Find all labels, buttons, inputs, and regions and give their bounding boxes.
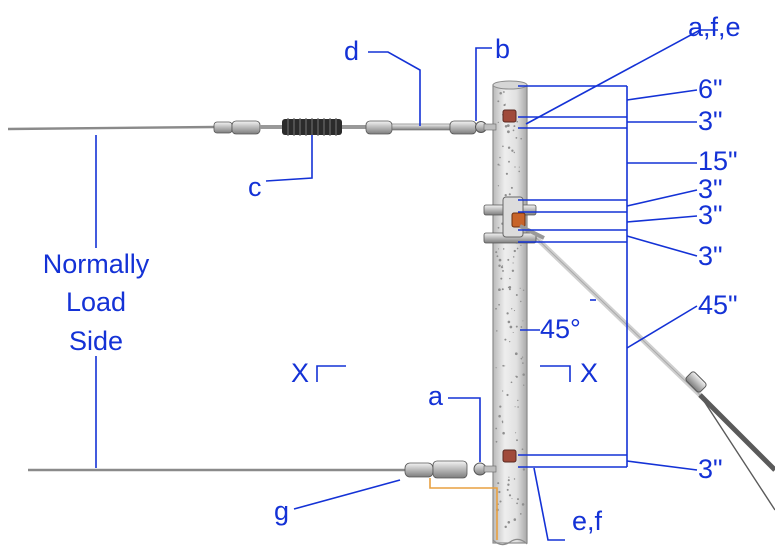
label-d: d [344,36,359,66]
dim-3in-d: 3" [698,241,723,271]
side-label-line1: Normally [43,249,150,279]
label-a-f-e: a,f,e [688,12,741,42]
dim-3in-b: 3" [698,174,723,204]
labels: a,f,e b d c Normally Load Side X X 45° a… [43,12,741,536]
side-label-line3: Side [69,326,123,356]
dim-15in: 15" [698,146,738,176]
guy-wire [526,228,775,511]
guy-clamp-icon [685,371,707,393]
bottom-bolt-icon [502,449,517,463]
suspension-insulator-icon [282,118,342,136]
top-conductor [7,118,497,136]
label-g: g [274,496,289,526]
annotation-lines [95,29,718,541]
dim-3in-c: 3" [698,200,723,230]
side-label-line2: Load [66,287,126,317]
label-a: a [428,381,444,411]
bottom-conductor [28,460,498,540]
ground-wire [429,478,498,540]
label-x-right: X [580,358,598,388]
dim-6in: 6" [698,74,723,104]
label-c: c [248,172,262,202]
guy-hook-icon [511,212,526,228]
top-bolt-icon [502,109,517,123]
label-b: b [495,34,510,64]
dim-45in: 45" [698,290,738,320]
neutral-clamp-icon [404,462,434,478]
dim-3in-e: 3" [698,454,723,484]
label-angle: 45° [540,314,581,344]
label-e-f: e,f [572,506,603,536]
dim-3in-a: 3" [698,106,723,136]
label-x-left: X [291,358,309,388]
pole [492,80,528,546]
dead-end-clamp-icon [213,121,233,134]
